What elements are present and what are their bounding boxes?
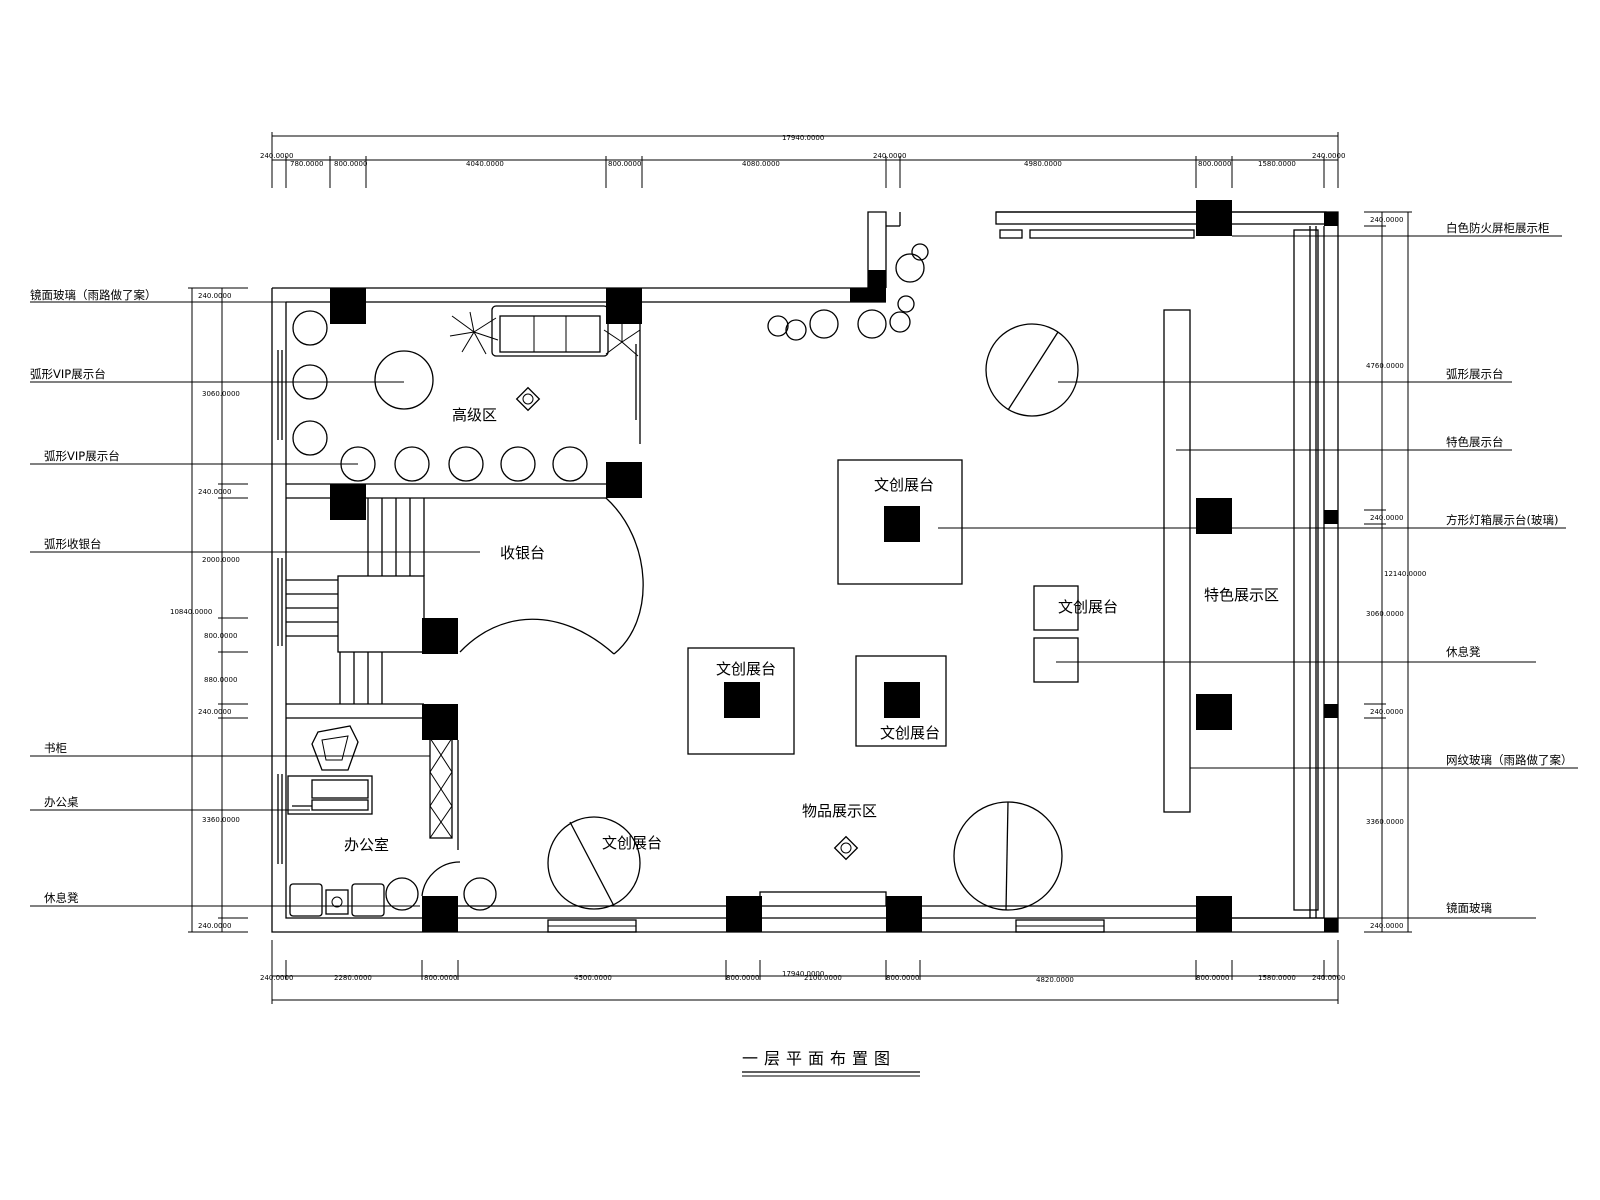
office-chair	[311, 725, 359, 771]
dim-left-label: 3360.0000	[202, 816, 240, 824]
office-desk	[287, 775, 373, 815]
rest-bench	[289, 883, 385, 917]
dim-left-label: 10840.0000	[170, 608, 212, 616]
dim-top-label: 4080.0000	[742, 160, 780, 168]
callout-vip-display-2: 弧形VIP展示台	[44, 449, 120, 463]
dim-left-label: 240.0000	[198, 488, 231, 496]
callout-arc-cashier: 弧形收银台	[44, 537, 102, 551]
cashier-counter	[459, 497, 644, 655]
dim-bottom-label: 800.0000	[726, 974, 759, 982]
dim-top-label: 800.0000	[608, 160, 641, 168]
room-label-cashier: 收银台	[500, 544, 545, 562]
dim-top-total: 17940.0000	[782, 134, 824, 142]
dim-left-label: 880.0000	[204, 676, 237, 684]
dim-top-label: 800.0000	[334, 160, 367, 168]
dim-bottom-label: 2280.0000	[334, 974, 372, 982]
dim-bottom-total: 17940.0000	[782, 970, 824, 978]
round-display-table	[953, 801, 1063, 911]
dim-left-label: 800.0000	[204, 632, 237, 640]
left-dimension-lines	[188, 287, 248, 933]
drawing-title: 一层平面布置图	[742, 1049, 896, 1068]
dim-top-label: 240.0000	[1312, 152, 1345, 160]
callout-vip-display-1: 弧形VIP展示台	[30, 367, 106, 381]
callout-leaders	[30, 235, 1578, 919]
dim-top-label: 4980.0000	[1024, 160, 1062, 168]
dim-top-label: 1580.0000	[1258, 160, 1296, 168]
dim-right-label: 4760.0000	[1366, 362, 1404, 370]
dim-right-label: 240.0000	[1370, 216, 1403, 224]
callout-patterned-glass: 网纹玻璃（雨路做了案）	[1446, 753, 1573, 767]
sofa	[491, 305, 609, 357]
dim-top-label: 4040.0000	[466, 160, 504, 168]
vip-display-stools	[292, 310, 588, 482]
callout-office-desk: 办公桌	[44, 795, 79, 809]
bottom-display-cabinet	[759, 891, 887, 907]
plant-icon	[385, 243, 929, 911]
round-display-table	[985, 323, 1079, 417]
label-cultural-stand: 文创展台	[602, 834, 662, 852]
dim-left-label: 240.0000	[198, 292, 231, 300]
callout-arc-display: 弧形展示台	[1446, 367, 1504, 381]
label-cultural-stand: 文创展台	[880, 724, 940, 742]
room-label-office: 办公室	[344, 836, 389, 854]
dim-right-label: 240.0000	[1370, 514, 1403, 522]
label-cultural-stand: 文创展台	[716, 660, 776, 678]
callout-rest-bench-right: 休息凳	[1446, 645, 1481, 659]
dim-bottom-label: 1580.0000	[1258, 974, 1296, 982]
dim-left-label: 2000.0000	[202, 556, 240, 564]
callout-fire-cabinet: 白色防火屏柜展示柜	[1446, 221, 1550, 235]
office-door-arc	[421, 861, 461, 897]
dim-bottom-label: 800.0000	[886, 974, 919, 982]
cultural-stand-2-shape	[687, 647, 795, 755]
structural-columns	[330, 200, 1338, 932]
dim-left-label: 3060.0000	[202, 390, 240, 398]
label-cultural-stand: 文创展台	[874, 476, 934, 494]
dim-right-label: 12140.0000	[1384, 570, 1426, 578]
dim-left-label: 240.0000	[198, 708, 231, 716]
callout-bookshelf: 书柜	[44, 741, 67, 755]
callout-feature-display: 特色展示台	[1446, 435, 1504, 449]
bottom-dimension-lines	[271, 940, 1339, 1004]
feature-display-counter	[1163, 309, 1191, 813]
plant-icon	[449, 311, 641, 357]
dim-top-label: 240.0000	[873, 152, 906, 160]
dim-right-label: 240.0000	[1370, 922, 1403, 930]
dim-left-label: 240.0000	[198, 922, 231, 930]
north-marker-icon	[833, 835, 859, 861]
callout-rest-bench-left: 休息凳	[44, 891, 79, 905]
callout-mirror-glass-right: 镜面玻璃	[1446, 901, 1492, 915]
label-cultural-stand: 文创展台	[1058, 598, 1118, 616]
cultural-stand-4-shape	[1033, 585, 1079, 683]
interior-walls	[286, 302, 641, 850]
callout-mirror-glass-left: 镜面玻璃（雨路做了案）	[30, 288, 157, 302]
top-dimension-lines	[271, 132, 1339, 188]
dim-right-label: 240.0000	[1370, 708, 1403, 716]
dim-bottom-label: 4500.0000	[574, 974, 612, 982]
dim-top-label: 800.0000	[1198, 160, 1231, 168]
dim-bottom-label: 2100.0000	[804, 974, 842, 982]
dim-right-label: 3060.0000	[1366, 610, 1404, 618]
dim-bottom-label: 4820.0000	[1036, 976, 1074, 984]
room-label-goods-display-area: 物品展示区	[802, 802, 877, 820]
dim-bottom-label: 800.0000	[1196, 974, 1229, 982]
dim-bottom-label: 240.0000	[1312, 974, 1345, 982]
room-label-premium-area: 高级区	[452, 406, 497, 424]
callout-lightbox-display: 方形灯箱展示台(玻璃)	[1446, 513, 1558, 527]
dim-top-label: 780.0000	[290, 160, 323, 168]
dim-bottom-label: 240.0000	[260, 974, 293, 982]
dim-right-label: 3360.0000	[1366, 818, 1404, 826]
dim-bottom-label: 800.0000	[424, 974, 457, 982]
room-label-feature-display-area: 特色展示区	[1204, 586, 1279, 604]
cultural-stand-3-shape	[855, 655, 947, 747]
round-display-table	[547, 816, 641, 910]
cultural-stand-1-shape	[837, 459, 963, 585]
exterior-walls	[271, 211, 1339, 933]
north-marker-icon	[515, 386, 541, 412]
dim-top-label: 240.0000	[260, 152, 293, 160]
